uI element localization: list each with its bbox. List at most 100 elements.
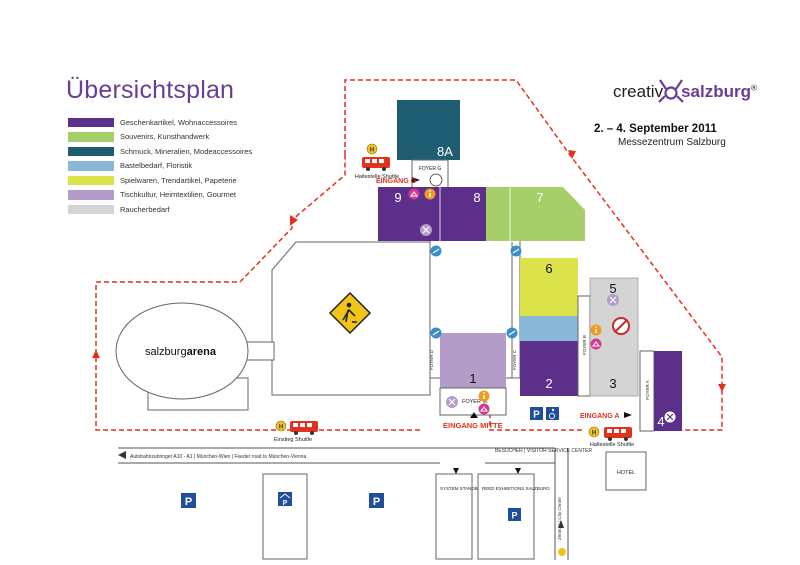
foyer-m-label: FOYER M <box>462 399 487 405</box>
restaurant-icon <box>420 224 432 236</box>
route-arrow-icon <box>92 350 100 358</box>
parking-icon: P <box>181 493 196 508</box>
parking-garage-icon: P <box>278 492 292 507</box>
cloakroom-icon <box>478 403 490 415</box>
hall-8a-label: 8A <box>437 144 453 159</box>
bus-icon <box>290 421 318 435</box>
entrance-arrow-icon <box>412 177 420 183</box>
hall-3-label: 3 <box>609 376 616 391</box>
info-icon <box>424 188 436 200</box>
shuttle-stop-icon: H <box>588 426 600 438</box>
reed-exhibitions-building <box>477 473 535 560</box>
logo-mascot-icon <box>658 79 684 103</box>
foyer-g <box>411 159 449 189</box>
legend-item: Spielwaren, Trendartikel, Papeterie <box>68 173 252 188</box>
shuttle-left-label: Einstieg Shuttle <box>274 437 312 443</box>
shuttle-stop-icon: H <box>275 420 287 432</box>
legend-item: Schmuck, Mineralien, Modeaccessoires <box>68 144 252 159</box>
road-arrow-icon <box>118 451 126 459</box>
legend-swatch <box>68 175 114 185</box>
info-point-icon <box>429 173 443 187</box>
legend-label: Schmuck, Mineralien, Modeaccessoires <box>120 146 253 156</box>
shuttle-top-label: Haltestelle Shuttle <box>355 174 399 180</box>
road-arrow-icon <box>558 520 564 528</box>
visitor-center-label: BESUCHER | VISITOR SERVICE CENTER <box>495 448 592 454</box>
hall-6 <box>520 258 578 316</box>
cloakroom-icon <box>590 338 602 350</box>
restaurant-icon <box>446 396 458 408</box>
event-date: 2. – 4. September 2011 <box>594 123 717 135</box>
route-arrow-icon <box>290 215 298 226</box>
wheelchair-icon <box>546 407 559 420</box>
legend-item: Tischkultur, Heimtextilien, Gourmet <box>68 188 252 203</box>
parking-icon: P <box>508 508 521 521</box>
cafe-icon <box>430 327 442 339</box>
hall-1-label: 1 <box>469 371 476 386</box>
motorway-label: Autobahnzubringer A10 - A1 | München-Wie… <box>130 454 306 460</box>
no-smoking-icon <box>612 317 630 335</box>
entrance-mitte-label: EINGANG MITTE <box>443 421 503 430</box>
foyer-a-label: FOYER A <box>645 380 650 400</box>
parking-icon: P <box>530 407 543 421</box>
legend-swatch <box>68 146 114 156</box>
salzburgarena <box>115 302 249 400</box>
svg-text:H: H <box>370 148 374 154</box>
entrance-a-label: EINGANG A <box>580 413 619 420</box>
legend: Geschenkartikel, Wohnaccessoires Souveni… <box>68 115 252 217</box>
bus-icon <box>604 427 632 441</box>
svg-text:H: H <box>592 431 596 437</box>
cafe-icon <box>430 245 442 257</box>
hall-8a <box>397 100 460 160</box>
route-arrow-icon <box>568 150 576 159</box>
entrance-arrow-icon <box>470 412 478 418</box>
legend-item: Geschenkartikel, Wohnaccessoires <box>68 115 252 130</box>
cloakroom-icon <box>408 188 420 200</box>
info-icon <box>478 390 490 402</box>
svg-text:P: P <box>373 496 380 508</box>
legend-item: Bastelbedarf, Floristik <box>68 159 252 174</box>
hall-2-label: 2 <box>545 376 552 391</box>
road-arrow-icon <box>453 468 459 474</box>
restaurant-icon <box>607 294 619 306</box>
hall-7 <box>486 187 585 241</box>
shuttle-right-label: Haltestelle Shuttle <box>590 442 634 448</box>
svg-text:P: P <box>185 496 192 508</box>
venue-name: Messezentrum Salzburg <box>618 137 726 148</box>
entrance-arrow-icon <box>624 412 632 418</box>
legend-swatch <box>68 161 114 171</box>
construction-sign-icon <box>328 291 372 335</box>
legend-label: Geschenkartikel, Wohnaccessoires <box>120 117 237 127</box>
foyer-b-label: FOYER B <box>582 335 587 355</box>
legend-swatch <box>68 117 114 127</box>
shuttle-stop-icon <box>558 548 566 556</box>
legend-label: Souvenirs, Kunsthandwerk <box>120 132 210 142</box>
foyer-g-label: FOYER G <box>419 166 442 172</box>
info-icon <box>590 324 602 336</box>
reed-exhibitions-label: REED EXHIBITIONS SALZBURG <box>482 486 550 491</box>
legend-label: Raucherbedarf <box>120 204 170 214</box>
system-standbau-label: SYSTEM STANDBAU <box>440 486 484 491</box>
hall-4-label: 4 <box>657 414 664 429</box>
svg-text:H: H <box>279 425 283 431</box>
hotel-label: HOTEL <box>617 470 635 476</box>
hall-6-craft-area <box>520 316 578 341</box>
road-arrow-icon <box>515 468 521 474</box>
route-arrow-icon <box>718 384 726 392</box>
system-standbau-building <box>435 473 473 560</box>
hall-5-label: 5 <box>609 281 616 296</box>
shuttle-stop-icon: H <box>366 143 378 155</box>
legend-swatch <box>68 132 114 142</box>
svg-text:P: P <box>533 410 540 421</box>
foyer-d-label: FOYER D <box>429 349 434 370</box>
parking-garage <box>262 473 308 560</box>
legend-item: Souvenirs, Kunsthandwerk <box>68 130 252 145</box>
cafe-icon <box>506 327 518 339</box>
hotel-building <box>605 451 647 491</box>
foyer-c-label: FOYER C <box>512 349 517 370</box>
hall-8-label: 8 <box>473 190 480 205</box>
legend-label: Tischkultur, Heimtextilien, Gourmet <box>120 190 237 200</box>
hall-9-label: 9 <box>394 190 401 205</box>
